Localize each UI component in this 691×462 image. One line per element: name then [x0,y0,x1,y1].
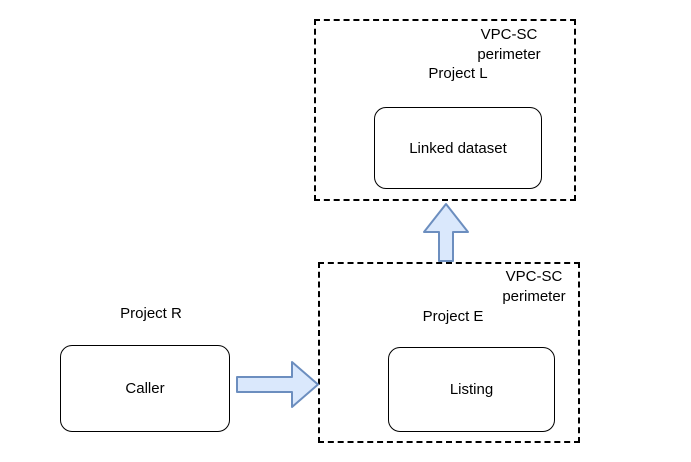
project-l-label: Project L [428,65,488,82]
up-arrow-icon [423,203,469,262]
caller-to-listing-arrow [236,361,319,408]
caller-node: Caller [60,345,230,432]
vpc-sc-perimeter-top: VPC-SC perimeter Project L Linked datase… [314,19,576,201]
listing-node: Listing [388,347,555,432]
caller-node-label: Caller [125,380,165,397]
vpc-sc-perimeter-bottom: VPC-SC perimeter Project E Listing [318,262,580,443]
project-r-label: Project R [120,305,182,322]
right-arrow-icon [236,361,319,408]
linked-dataset-node: Linked dataset [374,107,542,189]
listing-node-label: Listing [449,381,494,398]
linked-dataset-node-label: Linked dataset [409,139,507,157]
project-e-label: Project E [422,308,484,325]
perimeter-bottom-label: VPC-SC perimeter [502,268,566,305]
perimeter-top-label: VPC-SC perimeter [477,26,541,63]
listing-to-linked-dataset-arrow [423,203,469,262]
